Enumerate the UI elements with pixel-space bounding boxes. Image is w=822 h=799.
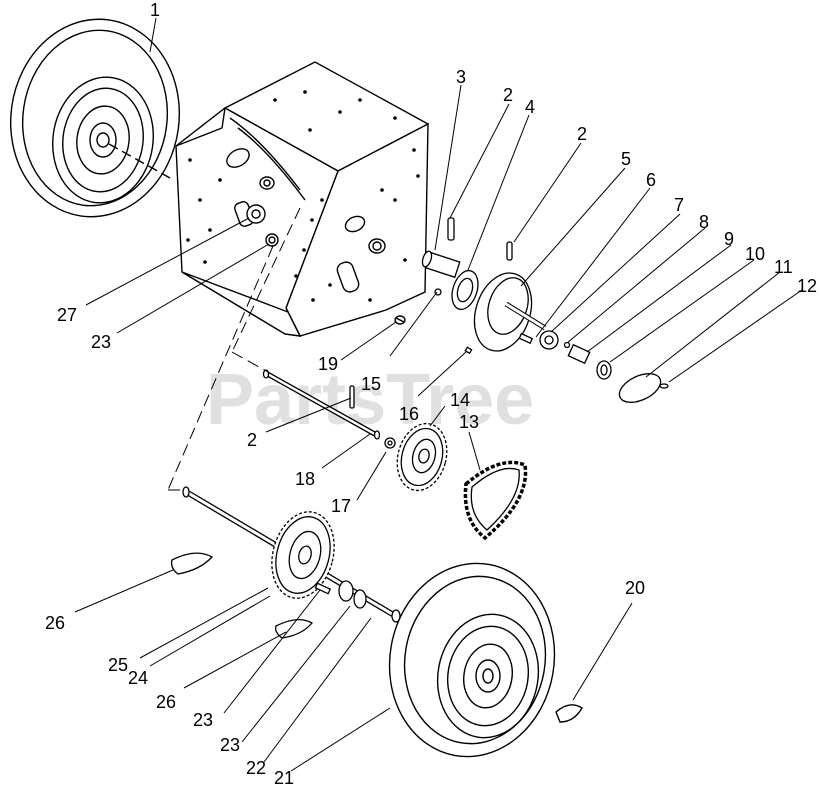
callout-19: 19: [318, 354, 338, 374]
input-shaft-assembly: [421, 217, 669, 403]
callout-9: 9: [724, 229, 734, 249]
callout-26: 26: [45, 613, 65, 633]
leader-lines: [74, 17, 803, 772]
callout-3: 3: [456, 67, 466, 87]
callout-10: 10: [745, 244, 765, 264]
callout-8: 8: [699, 212, 709, 232]
callout-4: 4: [525, 97, 535, 117]
callout-14: 14: [450, 390, 470, 410]
callout-23: 23: [220, 735, 240, 755]
jackshaft-assembly: [262, 369, 528, 541]
callout-18: 18: [295, 469, 315, 489]
callout-13: 13: [459, 412, 479, 432]
axle-assembly: [170, 486, 401, 639]
housing-holes: [186, 90, 420, 302]
callout-22: 22: [246, 758, 266, 778]
wheel-lower-right: [388, 562, 583, 758]
phantom-lines: [167, 207, 301, 491]
callout-1: 1: [150, 0, 160, 20]
callout-2: 2: [577, 124, 587, 144]
callout-labels: 1 2 2 2 3 4 5 6 7 8 9 10 11 12 13 14 15 …: [45, 0, 817, 788]
callout-11: 11: [774, 257, 793, 277]
callout-23: 23: [193, 710, 213, 730]
callout-21: 21: [274, 768, 294, 788]
callout-2: 2: [503, 85, 513, 105]
gearbox-housing: [175, 61, 430, 337]
callout-26: 26: [156, 692, 176, 712]
callout-12: 12: [797, 276, 817, 296]
callout-15: 15: [361, 374, 381, 394]
callout-25: 25: [108, 655, 128, 675]
wheel-upper-left: [9, 18, 181, 218]
callout-23: 23: [91, 332, 111, 352]
callout-17: 17: [331, 496, 351, 516]
callout-24: 24: [128, 668, 148, 688]
callout-20: 20: [625, 578, 645, 598]
callout-7: 7: [674, 195, 684, 215]
callout-5: 5: [621, 149, 631, 169]
callout-2: 2: [247, 430, 257, 450]
watermark-text: PartsTree: [206, 360, 534, 440]
callout-27: 27: [57, 305, 77, 325]
callout-6: 6: [646, 170, 656, 190]
callout-16: 16: [399, 404, 419, 424]
